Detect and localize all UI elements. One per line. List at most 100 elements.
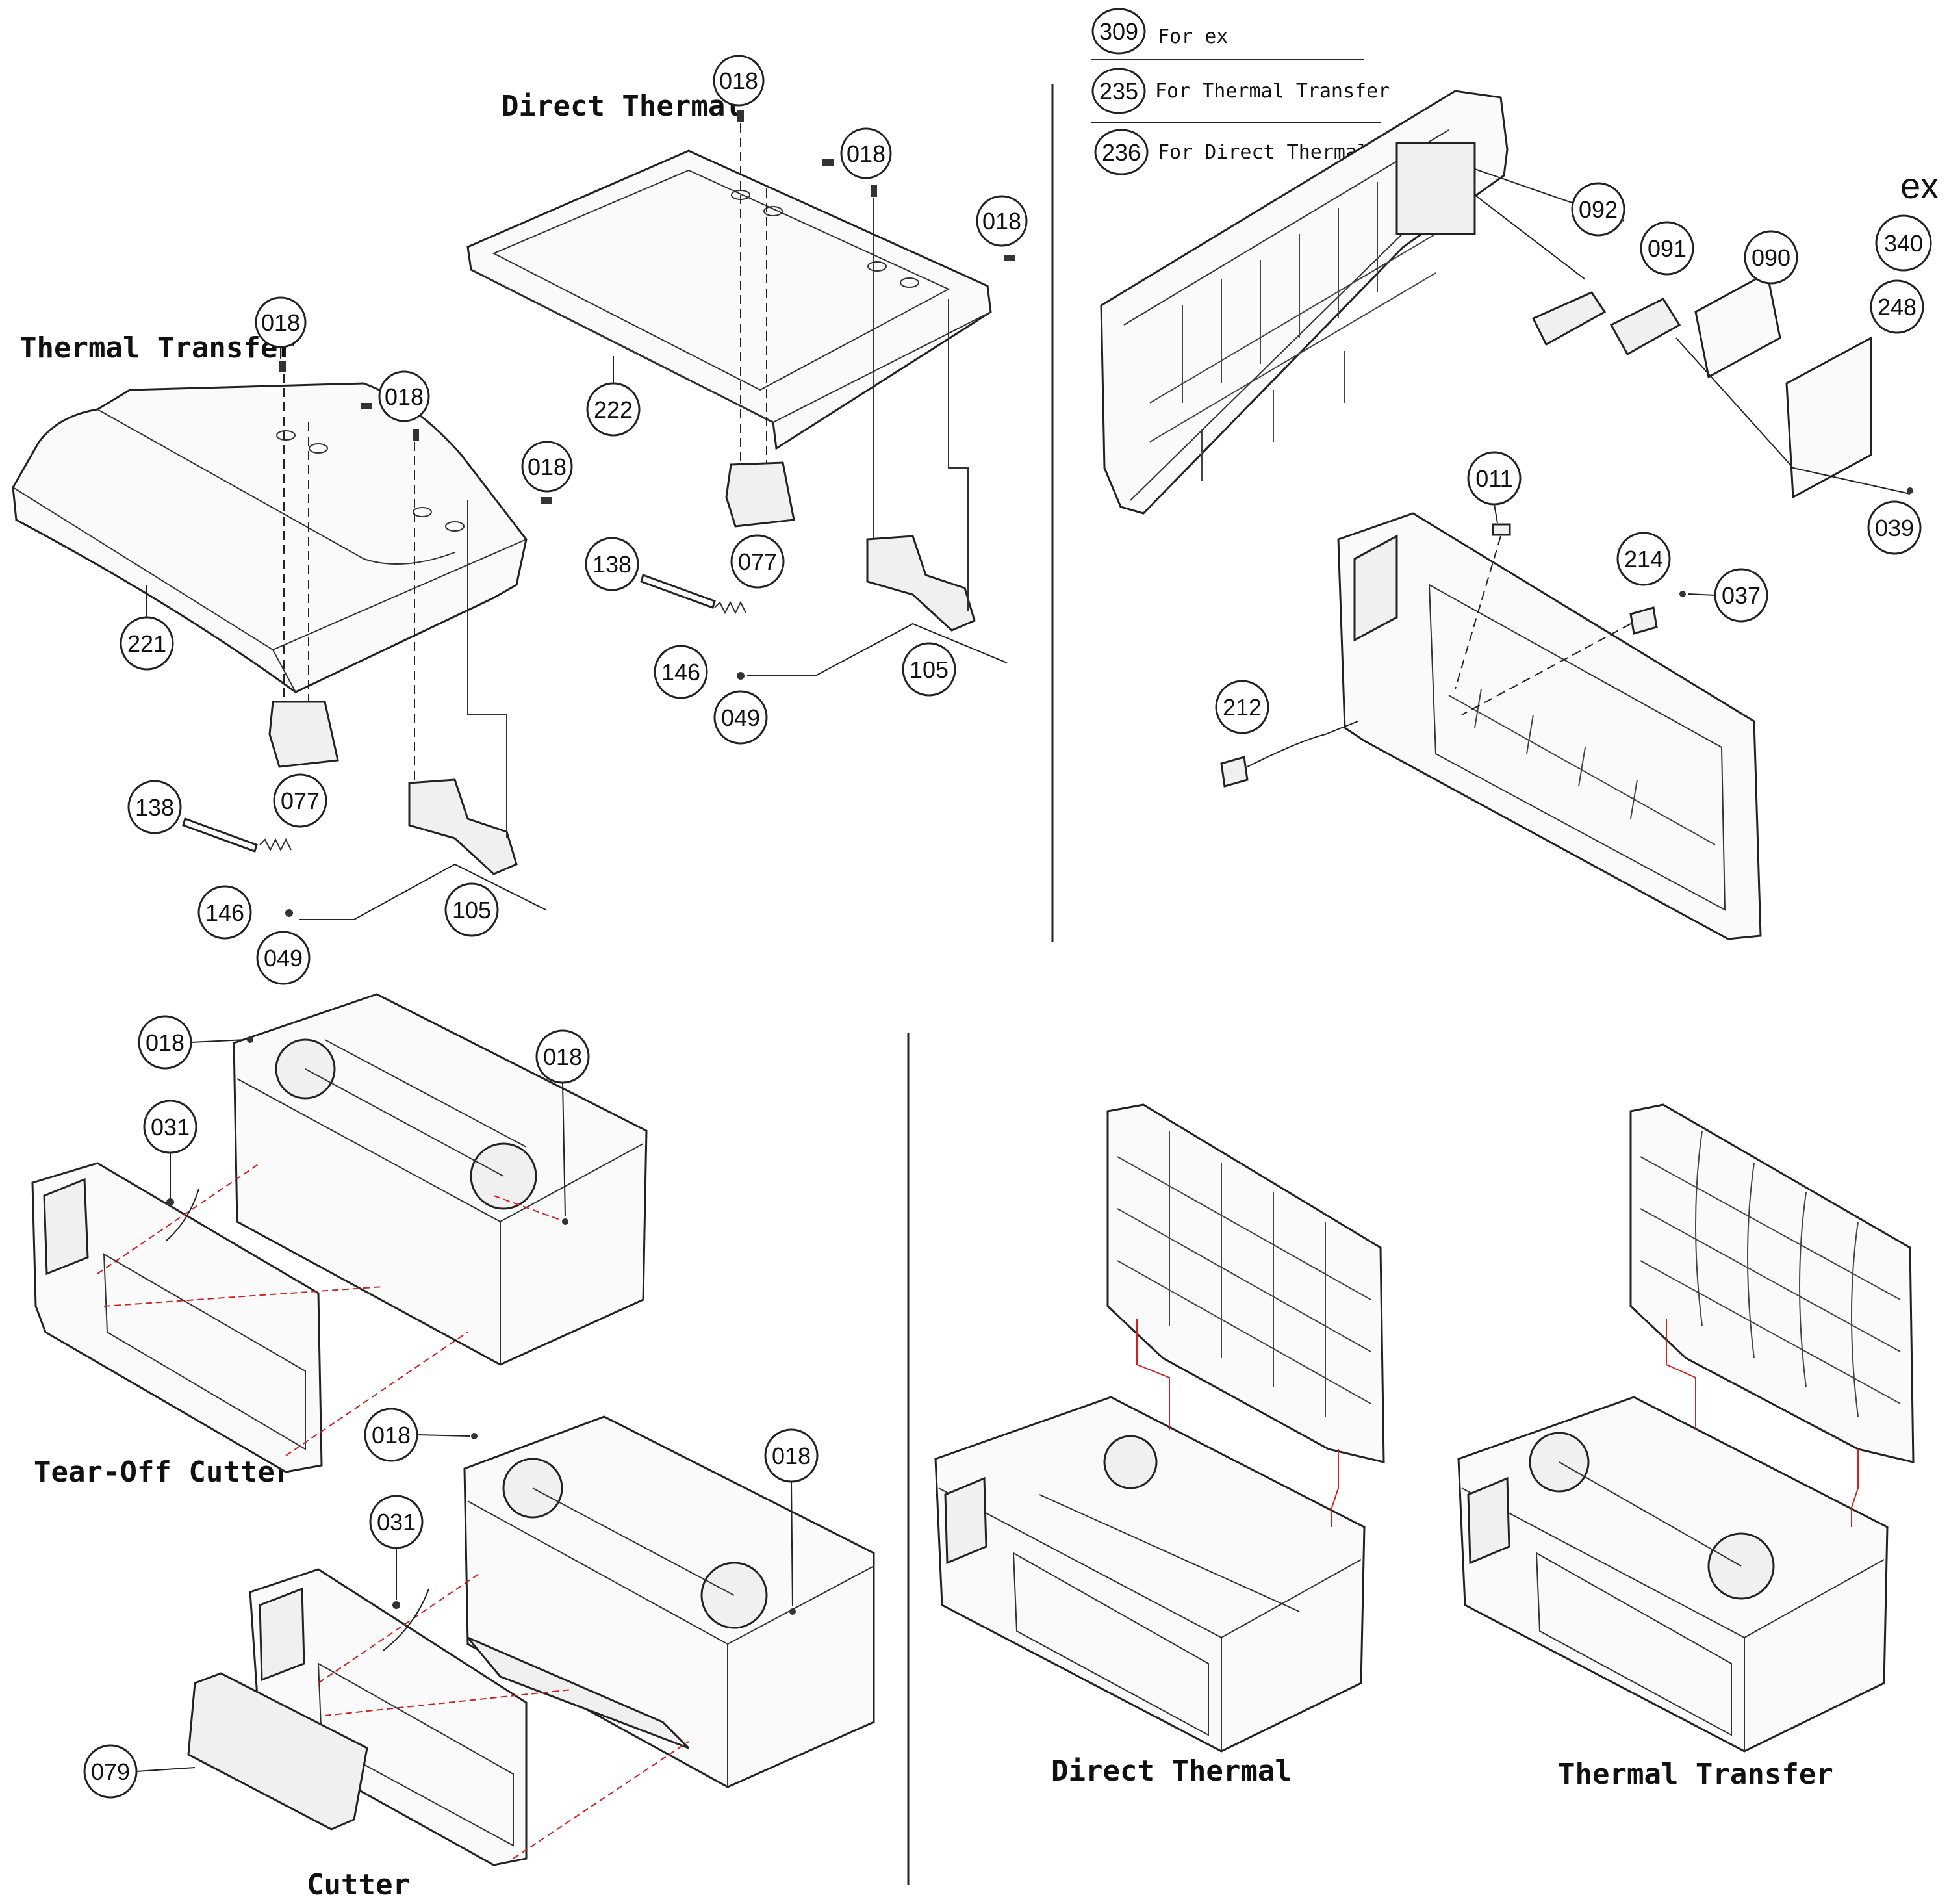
- svg-text:018: 018: [146, 1029, 185, 1056]
- svg-text:018: 018: [261, 309, 300, 336]
- svg-text:049: 049: [721, 704, 760, 731]
- callout-tt-077: 077: [273, 773, 327, 828]
- svg-text:340: 340: [1884, 230, 1923, 257]
- svg-text:049: 049: [264, 945, 303, 971]
- callout-rt-212: 212: [1215, 680, 1269, 734]
- callout-dt-077: 077: [730, 534, 785, 589]
- callout-tt-018-b: 018: [378, 370, 430, 422]
- svg-text:077: 077: [281, 788, 320, 814]
- bracket-105: [408, 778, 518, 875]
- direct-thermal-cover: [466, 149, 992, 450]
- callout-rt-011: 011: [1467, 451, 1522, 506]
- heading-cutter: Cutter: [307, 1868, 410, 1901]
- heading-direct-thermal-top: Direct Thermal: [502, 90, 743, 123]
- callout-tt-138: 138: [127, 780, 182, 834]
- svg-text:079: 079: [91, 1758, 130, 1785]
- callout-tt-018-a: 018: [255, 296, 307, 348]
- printer-body: [1457, 1396, 1889, 1753]
- svg-text:018: 018: [372, 1422, 411, 1448]
- svg-text:090: 090: [1752, 244, 1790, 271]
- svg-text:018: 018: [772, 1443, 811, 1469]
- legend-num: 235: [1099, 78, 1138, 105]
- svg-text:221: 221: [127, 630, 166, 657]
- part-214: [1629, 606, 1658, 635]
- callout-tt-105: 105: [444, 882, 499, 937]
- callout-bl-018-b: 018: [535, 1029, 590, 1084]
- legend-num: 309: [1099, 18, 1138, 45]
- callout-rt-039: 039: [1867, 500, 1922, 555]
- hinge-bracket: [268, 701, 339, 768]
- callout-bl-018-d: 018: [764, 1428, 819, 1483]
- callout-rt-214: 214: [1616, 532, 1671, 586]
- spring-146: [259, 838, 292, 852]
- tear-off-cutter-assembly: [31, 993, 648, 1473]
- legend-row-309: 309 For ex: [1091, 8, 1364, 60]
- front-panel: [31, 1162, 323, 1473]
- callout-tt-018-c: 018: [521, 441, 573, 493]
- display-panel: [1353, 534, 1398, 642]
- svg-text:018: 018: [528, 454, 567, 480]
- callout-bl-031-a: 031: [143, 1100, 197, 1154]
- callout-bl-031-b: 031: [369, 1495, 424, 1549]
- callout-dt-222: 222: [586, 382, 641, 437]
- callout-dt-105: 105: [902, 642, 956, 697]
- svg-text:212: 212: [1223, 694, 1262, 721]
- svg-text:031: 031: [377, 1509, 416, 1536]
- callout-tt-146: 146: [197, 885, 252, 940]
- thermal-transfer-cover: [12, 382, 528, 693]
- svg-text:037: 037: [1722, 582, 1761, 609]
- svg-text:077: 077: [738, 548, 777, 575]
- svg-text:011: 011: [1475, 465, 1512, 492]
- inner-cover-open: [1106, 1103, 1385, 1463]
- inner-cover-open: [1629, 1103, 1915, 1463]
- svg-text:039: 039: [1875, 515, 1914, 541]
- callout-rt-340: 340: [1875, 214, 1932, 272]
- svg-text:248: 248: [1878, 294, 1917, 320]
- printer-body: [934, 1396, 1366, 1753]
- svg-text:138: 138: [135, 794, 174, 821]
- part-090: [1694, 271, 1781, 379]
- callout-rt-091: 091: [1640, 221, 1694, 276]
- svg-text:105: 105: [452, 897, 491, 923]
- svg-text:092: 092: [1579, 196, 1618, 223]
- legend-text: For ex: [1158, 25, 1228, 48]
- legend-text: For Thermal Transfer: [1155, 80, 1390, 103]
- heading-thermal-transfer-top: Thermal Transfer: [19, 331, 295, 365]
- front-panel: [1337, 512, 1762, 940]
- svg-text:018: 018: [543, 1044, 582, 1070]
- callout-tt-049: 049: [256, 931, 311, 985]
- heading-direct-thermal-bottom: Direct Thermal: [1051, 1755, 1292, 1788]
- callout-rt-037: 037: [1714, 568, 1768, 623]
- callout-bl-018-a: 018: [138, 1015, 192, 1070]
- callout-rt-092: 092: [1571, 182, 1625, 237]
- part-212: [1220, 756, 1249, 788]
- part-011: [1492, 523, 1511, 536]
- svg-text:138: 138: [592, 551, 631, 578]
- part-248: [1785, 336, 1872, 499]
- legend: 309 For ex 235 For Thermal Transfer 236 …: [1091, 8, 1390, 175]
- direct-thermal-cover-assembly: [466, 110, 1015, 680]
- svg-text:146: 146: [661, 659, 700, 686]
- cutter-blade-cover: [187, 1672, 368, 1831]
- hinge-bracket: [725, 461, 795, 528]
- callout-bl-018-c: 018: [364, 1408, 418, 1462]
- callout-bl-079: 079: [83, 1744, 138, 1799]
- ex-label: ex: [1900, 165, 1939, 206]
- cutter-assembly: [187, 1415, 875, 1866]
- legend-row-235: 235 For Thermal Transfer: [1091, 68, 1390, 123]
- svg-text:222: 222: [594, 396, 633, 423]
- callout-rt-090: 090: [1744, 230, 1798, 285]
- heading-thermal-transfer-bottom: Thermal Transfer: [1558, 1758, 1833, 1791]
- pin-138: [182, 817, 258, 853]
- direct-thermal-printer: [934, 1103, 1385, 1753]
- callout-rt-248: 248: [1870, 279, 1924, 334]
- pin-138: [640, 574, 716, 609]
- legend-text: For Direct Thermal: [1158, 141, 1369, 164]
- svg-text:105: 105: [910, 656, 949, 683]
- legend-row-236: 236 For Direct Thermal: [1094, 129, 1369, 175]
- callout-dt-138: 138: [585, 537, 639, 591]
- spring-146: [714, 600, 746, 615]
- svg-text:018: 018: [847, 140, 885, 167]
- svg-text:018: 018: [982, 208, 1021, 235]
